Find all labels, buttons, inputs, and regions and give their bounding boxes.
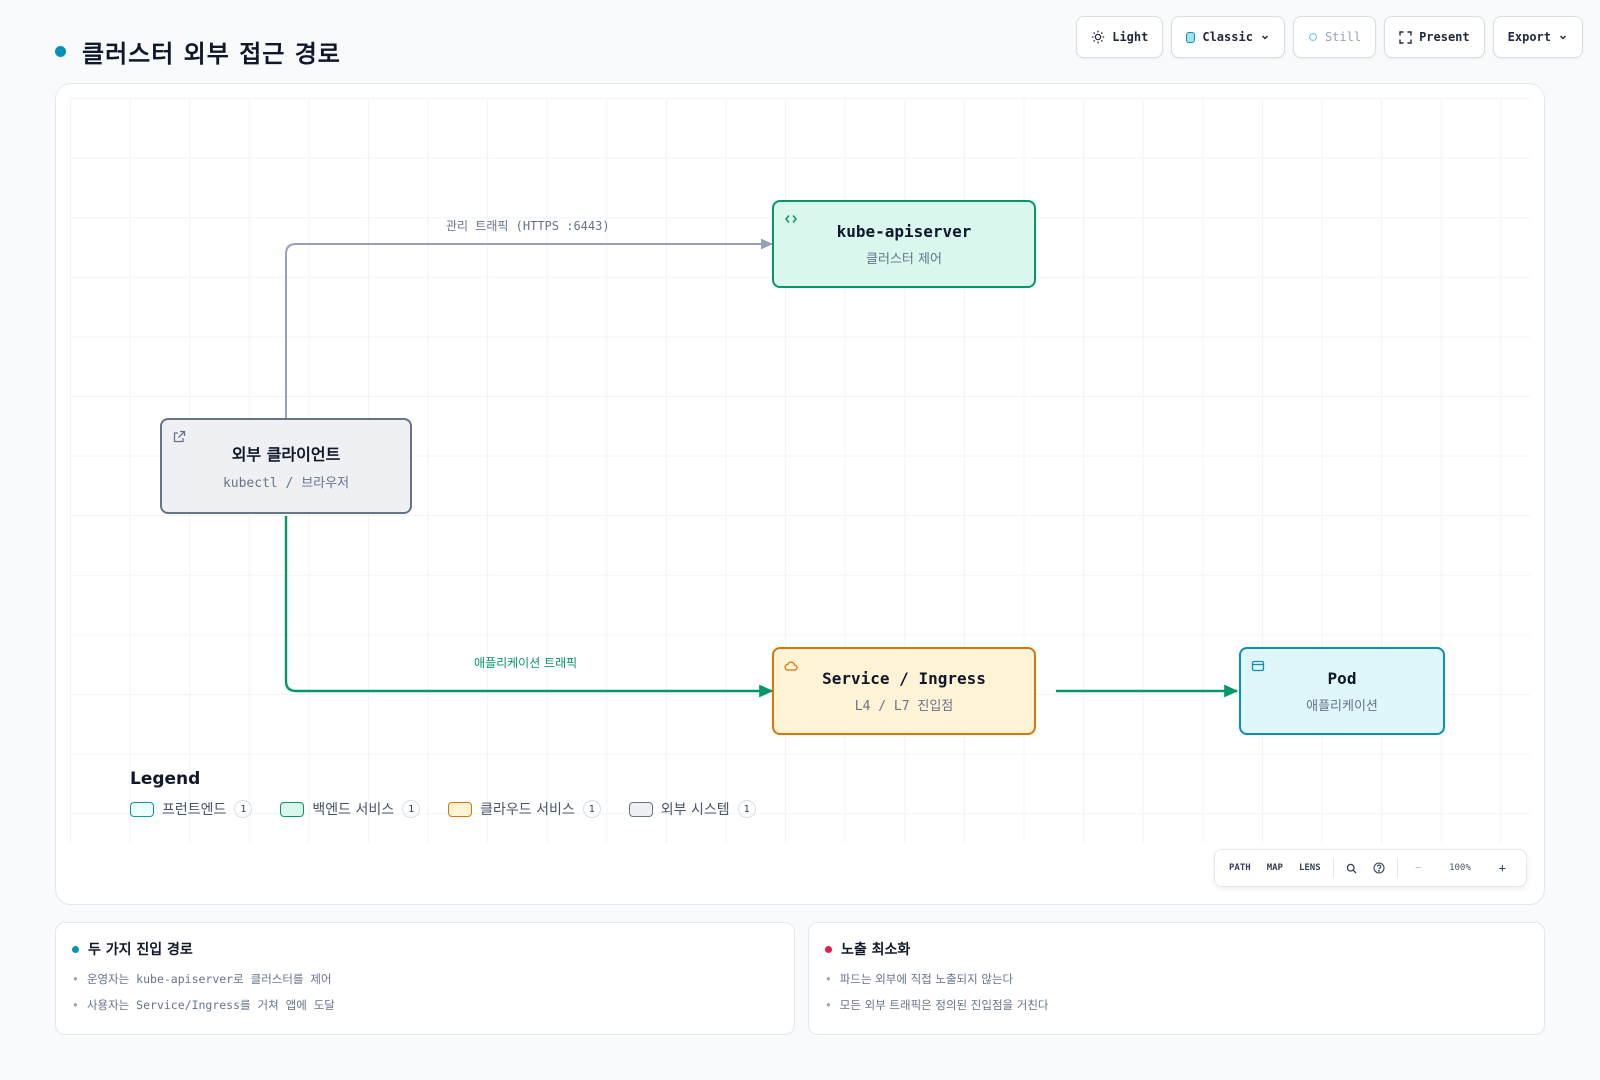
note-card-minimize-exposure: 노출 최소화 파드는 외부에 직접 노출되지 않는다 모든 외부 트래픽은 정의… (808, 922, 1545, 1035)
legend-swatch (130, 801, 154, 817)
divider (1332, 858, 1334, 878)
zoom-level: 100% (1449, 863, 1471, 873)
help-icon (1373, 862, 1385, 874)
legend-count: 1 (582, 800, 601, 818)
present-label: Present (1419, 30, 1470, 44)
legend-swatch (280, 801, 305, 817)
edge-label-app: 애플리케이션 트래픽 (474, 656, 578, 670)
node-external-client[interactable]: 외부 클라이언트 kubectl / 브라우저 (160, 418, 412, 514)
present-button[interactable]: Present (1384, 16, 1485, 58)
lens-button[interactable]: LENS (1298, 863, 1321, 873)
export-button[interactable]: Export (1492, 16, 1583, 58)
legend-swatch (448, 801, 473, 817)
page-title: 클러스터 외부 접근 경로 (82, 40, 341, 68)
node-kube-apiserver[interactable]: kube-apiserver 클러스터 제어 (772, 200, 1036, 288)
search-button[interactable] (1338, 863, 1365, 874)
edge-admin-traffic[interactable] (285, 238, 773, 426)
node-title: kube-apiserver (836, 221, 972, 241)
circle-icon (1308, 32, 1318, 42)
export-label: Export (1507, 30, 1551, 44)
node-pod[interactable]: Pod 애플리케이션 (1239, 647, 1445, 735)
fullscreen-icon (1399, 30, 1412, 44)
note-item: 파드는 외부에 직접 노출되지 않는다 (825, 971, 1528, 987)
node-title: Pod (1327, 668, 1357, 688)
edge-app-traffic[interactable] (284, 516, 774, 698)
external-link-icon (173, 430, 186, 443)
note-dot (825, 945, 832, 953)
help-button[interactable] (1365, 862, 1393, 874)
edges-layer (284, 238, 1239, 698)
zoom-out-button[interactable]: – (1415, 863, 1422, 873)
node-title: Service / Ingress (822, 668, 986, 688)
motion-label: Still (1324, 30, 1362, 44)
node-subtitle: L4 / L7 진입점 (854, 698, 954, 714)
chevron-down-icon (1261, 35, 1268, 40)
note-item: 모든 외부 트래픽은 정의된 진입점을 거친다 (825, 997, 1528, 1013)
map-controls: PATH MAP LENS – 100% + (1214, 849, 1527, 887)
legend-title: Legend (130, 769, 201, 789)
theme-label: Light (1112, 30, 1149, 44)
note-dot (72, 945, 79, 953)
style-select[interactable]: Classic (1171, 16, 1285, 58)
node-title: 외부 클라이언트 (231, 445, 341, 464)
legend-label: 클라우드 서비스 (480, 802, 575, 818)
palette-swatch-icon (1186, 31, 1196, 43)
note-title: 두 가지 진입 경로 (88, 942, 193, 958)
sun-icon (1092, 30, 1105, 44)
note-item: 운영자는 kube-apiserver로 클러스터를 제어 (72, 971, 778, 987)
search-icon (1346, 863, 1357, 873)
path-button[interactable]: PATH (1229, 863, 1251, 873)
motion-toggle[interactable]: Still (1292, 16, 1377, 58)
node-subtitle: 애플리케이션 (1306, 698, 1378, 714)
note-card-entry-paths: 두 가지 진입 경로 운영자는 kube-apiserver로 클러스터를 제어… (55, 922, 795, 1035)
legend-item-frontend[interactable]: 프런트엔드 1 (130, 799, 253, 819)
code-icon (785, 215, 797, 223)
legend-label: 프런트엔드 (162, 802, 227, 818)
theme-button[interactable]: Light (1076, 16, 1164, 58)
window-icon (1251, 660, 1265, 672)
legend-item-external[interactable]: 외부 시스템 1 (628, 799, 756, 819)
node-service-ingress[interactable]: Service / Ingress L4 / L7 진입점 (772, 647, 1036, 735)
map-button[interactable]: MAP (1266, 863, 1283, 873)
legend: Legend 프런트엔드 1 백엔드 서비스 1 클라우드 서비스 1 외부 시… (130, 769, 756, 819)
edge-label-admin: 관리 트래픽 (HTTPS :6443) (446, 219, 610, 233)
cloud-icon (784, 661, 798, 671)
node-subtitle: kubectl / 브라우저 (222, 476, 350, 491)
legend-label: 백엔드 서비스 (312, 802, 395, 818)
zoom-in-button[interactable]: + (1498, 861, 1506, 875)
note-item: 사용자는 Service/Ingress를 거쳐 앱에 도달 (72, 997, 778, 1013)
style-label: Classic (1202, 30, 1253, 44)
legend-swatch (628, 801, 653, 817)
legend-item-cloud[interactable]: 클라우드 서비스 1 (448, 799, 601, 819)
legend-count: 1 (234, 800, 253, 818)
legend-count: 1 (737, 800, 756, 818)
node-subtitle: 클러스터 제어 (866, 251, 942, 267)
title-dot (55, 46, 66, 57)
chevron-down-icon (1560, 35, 1566, 40)
page-header: 클러스터 외부 접근 경로 (55, 34, 341, 69)
diagram-canvas[interactable]: 관리 트래픽 (HTTPS :6443) 애플리케이션 트래픽 kube-api… (55, 83, 1545, 905)
legend-item-backend[interactable]: 백엔드 서비스 1 (280, 799, 421, 819)
legend-label: 외부 시스템 (660, 802, 730, 818)
note-title: 노출 최소화 (841, 942, 911, 958)
legend-count: 1 (402, 800, 421, 818)
toolbar: Light Classic Still Present Export (1076, 16, 1583, 58)
divider (1396, 858, 1398, 878)
